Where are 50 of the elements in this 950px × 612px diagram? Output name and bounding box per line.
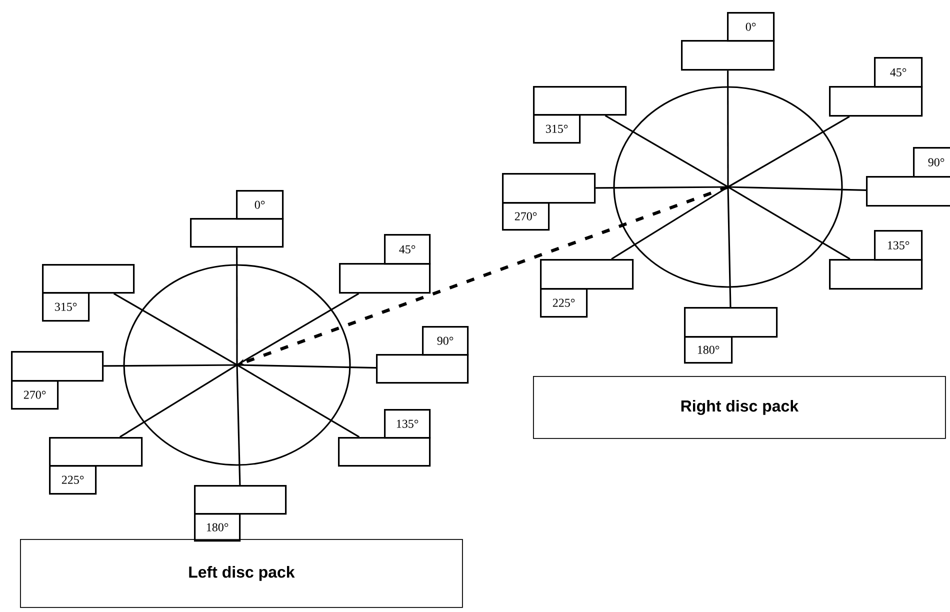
spoke-line: [237, 364, 376, 369]
spoke-line: [236, 248, 238, 365]
empty-box: [11, 351, 104, 382]
angle-label-box: 90°: [913, 147, 950, 178]
empty-box: [829, 259, 923, 290]
spoke-line: [104, 364, 238, 367]
empty-box: [540, 259, 634, 290]
spoke-line: [727, 186, 732, 307]
empty-box: [681, 40, 775, 71]
angle-label-box: 135°: [384, 409, 431, 439]
disc-ellipse: [123, 264, 351, 466]
empty-box: [339, 263, 431, 294]
empty-box: [338, 437, 431, 467]
angle-label-box: 0°: [727, 12, 775, 42]
empty-box: [533, 86, 627, 116]
empty-box: [866, 176, 950, 207]
angle-label-box: 45°: [874, 57, 923, 88]
spoke-line: [728, 186, 850, 260]
angle-label-box: 225°: [49, 465, 97, 495]
empty-box: [829, 86, 923, 117]
angle-label-box: 135°: [874, 230, 923, 261]
spoke-line: [119, 364, 238, 438]
angle-label-box: 315°: [533, 114, 581, 144]
empty-box: [190, 218, 284, 248]
spoke-line: [728, 116, 850, 188]
angle-label-box: 45°: [384, 234, 431, 265]
empty-box: [502, 173, 596, 204]
empty-box: [49, 437, 143, 467]
angle-label-box: 90°: [422, 326, 469, 356]
empty-box: [376, 354, 469, 384]
empty-box: [684, 307, 778, 338]
spoke-line: [113, 292, 238, 366]
angle-label-box: 270°: [11, 380, 59, 410]
spoke-line: [236, 292, 360, 366]
empty-box: [42, 264, 135, 294]
spoke-line: [727, 70, 729, 187]
angle-label-box: 315°: [42, 292, 90, 322]
spoke-line: [236, 364, 241, 486]
spoke-line: [236, 364, 360, 438]
empty-box: [194, 485, 287, 515]
title-box: Right disc pack: [533, 376, 946, 439]
title-box: Left disc pack: [20, 539, 463, 608]
angle-label-box: 0°: [236, 190, 284, 220]
angle-label-box: 270°: [502, 202, 550, 231]
spoke-line: [604, 114, 728, 188]
disc-ellipse: [613, 86, 843, 288]
angle-label-box: 180°: [194, 513, 241, 542]
angle-label-box: 225°: [540, 288, 588, 318]
angle-label-box: 180°: [684, 336, 733, 364]
spoke-line: [728, 186, 866, 191]
